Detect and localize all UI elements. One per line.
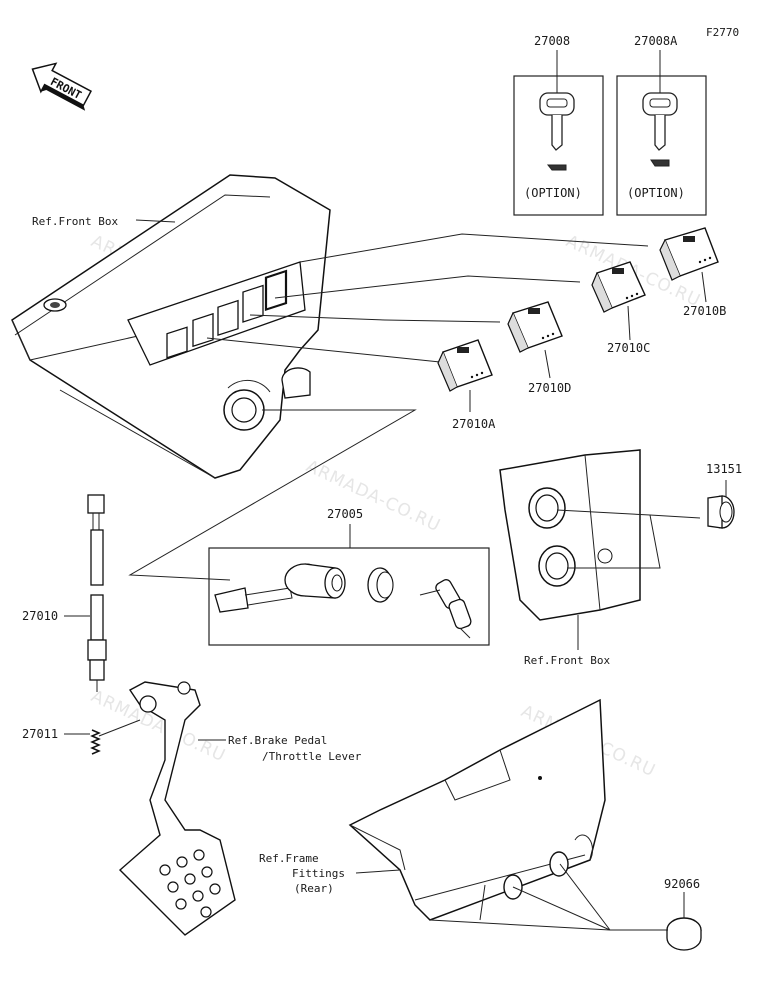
label-27010: 27010 xyxy=(22,609,58,623)
ignition-switch xyxy=(214,563,346,613)
ref-brake-line2: /Throttle Lever xyxy=(262,750,362,763)
label-27010d: 27010D xyxy=(528,381,571,395)
label-27008: 27008 xyxy=(534,34,570,48)
watermark-3: ARMADA-CO.RU xyxy=(303,456,444,536)
label-27010a: 27010A xyxy=(452,417,496,431)
ref-frame-line3: (Rear) xyxy=(294,882,334,895)
key-pair xyxy=(419,579,472,639)
rocker-switch-27010b xyxy=(659,227,719,303)
rocker-switch-27010a xyxy=(437,339,493,412)
front-arrow-icon: FRONT xyxy=(31,62,93,111)
lock-nut xyxy=(367,567,394,603)
ref-front-box-bottom: Ref.Front Box xyxy=(524,654,610,667)
option-label-2: (OPTION) xyxy=(627,186,685,200)
front-box-side-panel xyxy=(499,449,641,621)
ref-frame-line1: Ref.Frame xyxy=(259,852,319,865)
figure-code: F2770 xyxy=(706,26,739,39)
key-option-27008a: 27008A (OPTION) xyxy=(616,34,707,216)
pedal-grip-holes xyxy=(159,849,221,918)
label-27010c: 27010C xyxy=(607,341,650,355)
label-92066: 92066 xyxy=(664,877,700,891)
rocker-switch-27010d xyxy=(507,301,563,379)
option-label-1: (OPTION) xyxy=(524,186,582,200)
power-socket-13151 xyxy=(707,480,735,529)
label-27008a: 27008A xyxy=(634,34,678,48)
plug-cap-92066 xyxy=(666,892,702,951)
label-27011: 27011 xyxy=(22,727,58,741)
label-27005: 27005 xyxy=(327,507,363,521)
ref-brake-line1: Ref.Brake Pedal xyxy=(228,734,327,747)
label-27010b: 27010B xyxy=(683,304,726,318)
label-13151: 13151 xyxy=(706,462,742,476)
ref-frame-line2: Fittings xyxy=(292,867,345,880)
key-option-27008: 27008 (OPTION) xyxy=(513,34,604,216)
spring-27011 xyxy=(90,719,141,755)
rear-frame-fitting xyxy=(348,698,611,931)
brake-pedal xyxy=(118,681,236,936)
front-box-dashboard xyxy=(11,174,331,479)
rocker-switch-27010c xyxy=(591,261,646,341)
brake-switch-27010 xyxy=(87,494,107,692)
ref-front-box-top: Ref.Front Box xyxy=(32,215,118,228)
